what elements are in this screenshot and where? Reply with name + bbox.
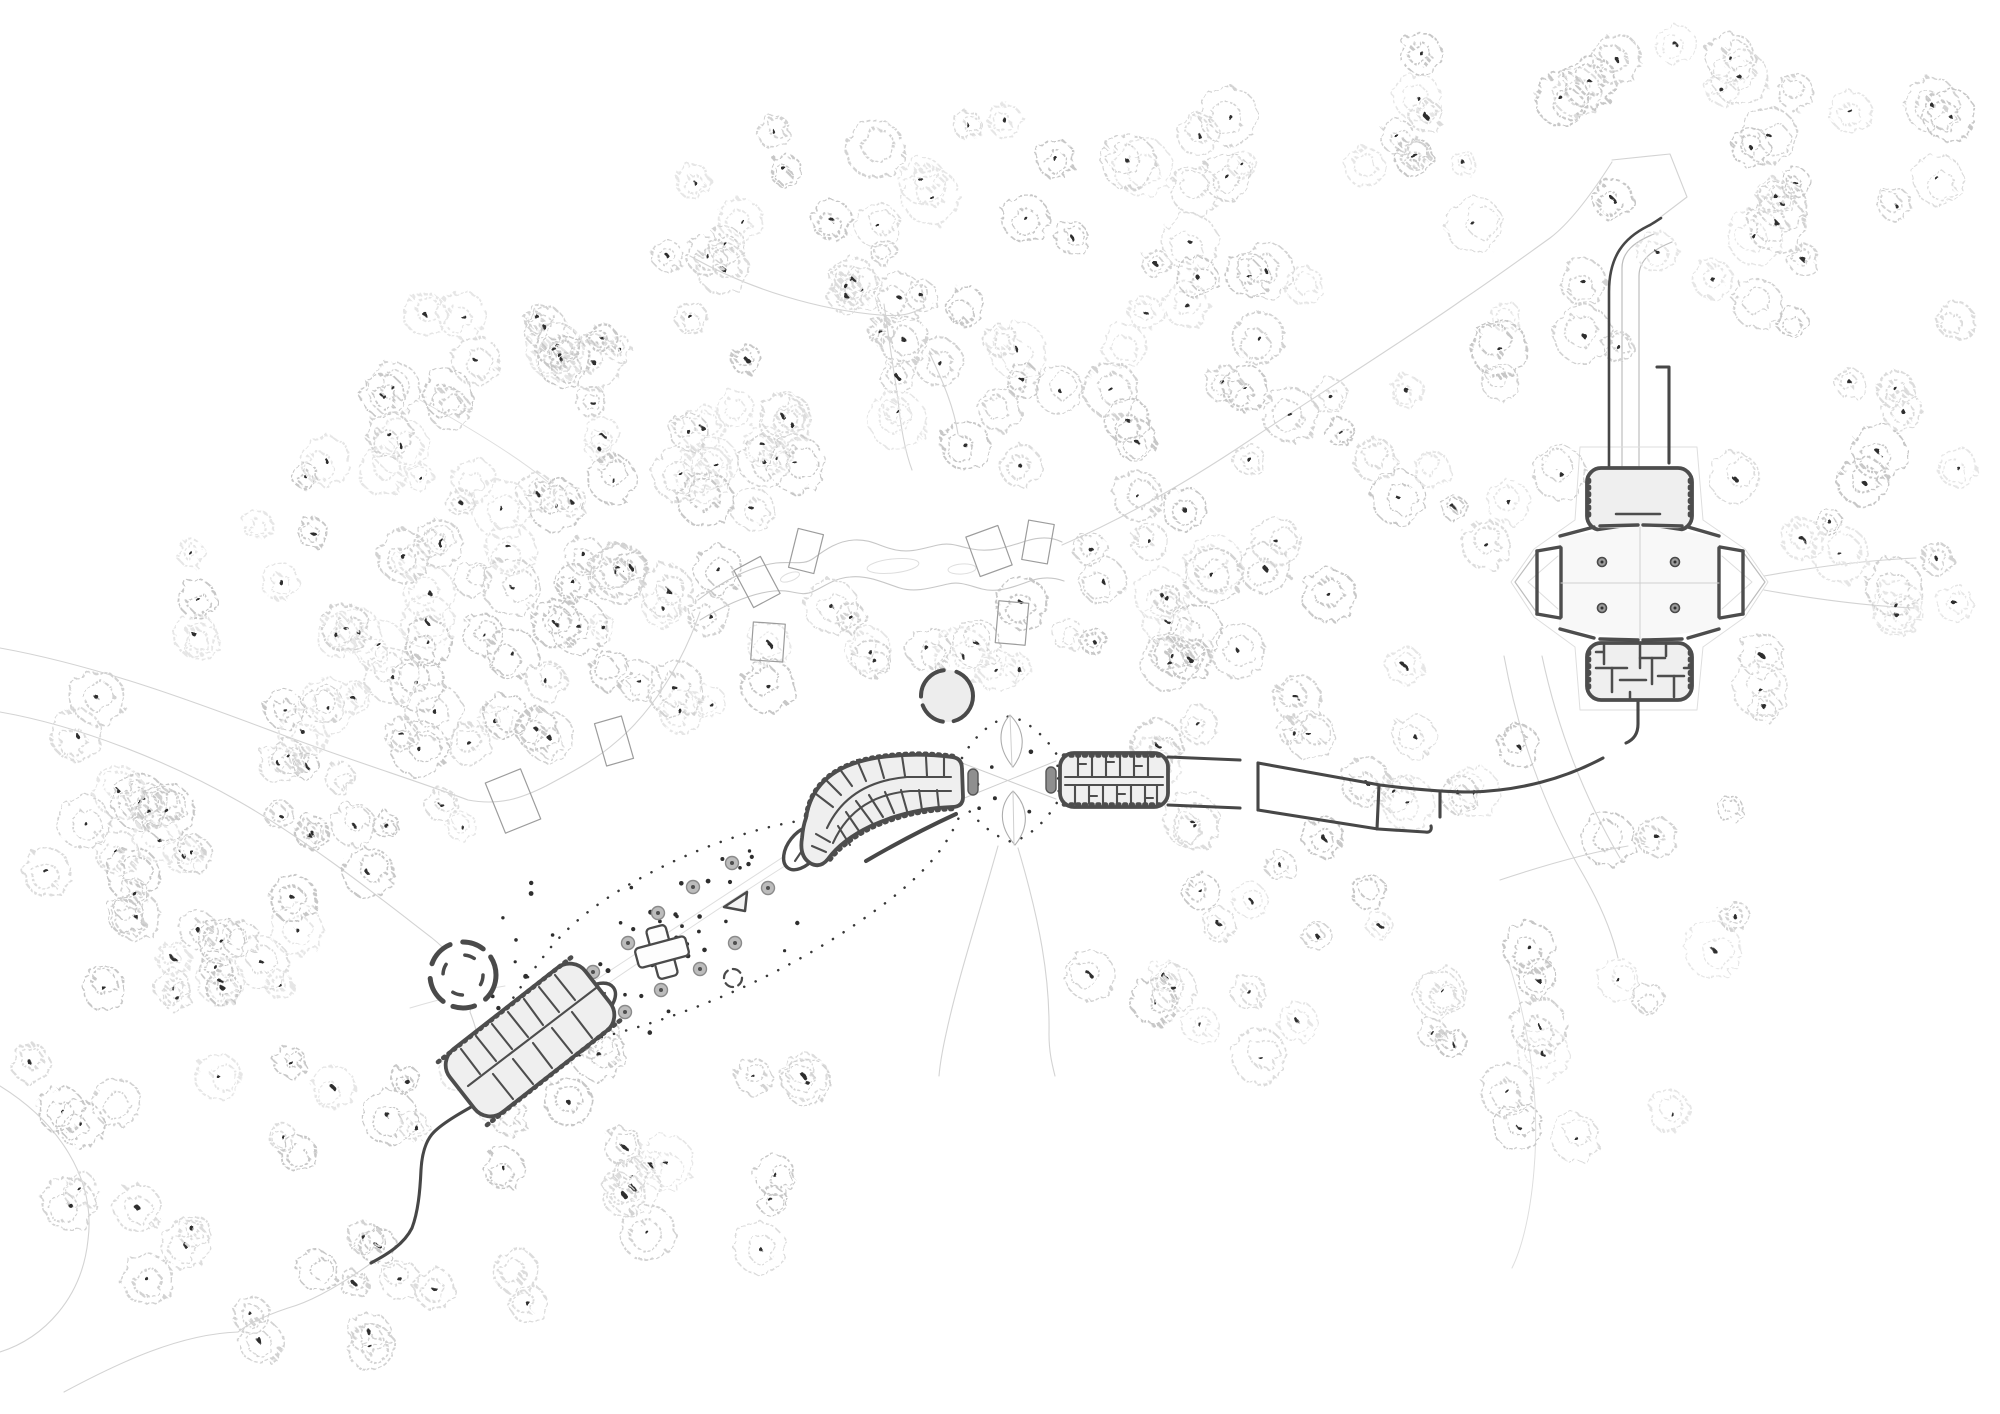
plaza-benches	[967, 766, 1057, 796]
summit-hall-building	[1535, 466, 1745, 702]
roads-and-walls	[369, 216, 1671, 1265]
spa-lodge-building	[435, 953, 625, 1128]
junction-leaf-paths	[1000, 714, 1026, 846]
east-lodge-building	[1058, 751, 1170, 809]
trail-bridges	[484, 519, 1055, 834]
stream-and-ponds	[697, 537, 1065, 621]
curved-lodge-building	[799, 751, 965, 868]
forest-trees	[10, 24, 1978, 1372]
footpath-network	[0, 153, 1917, 1393]
